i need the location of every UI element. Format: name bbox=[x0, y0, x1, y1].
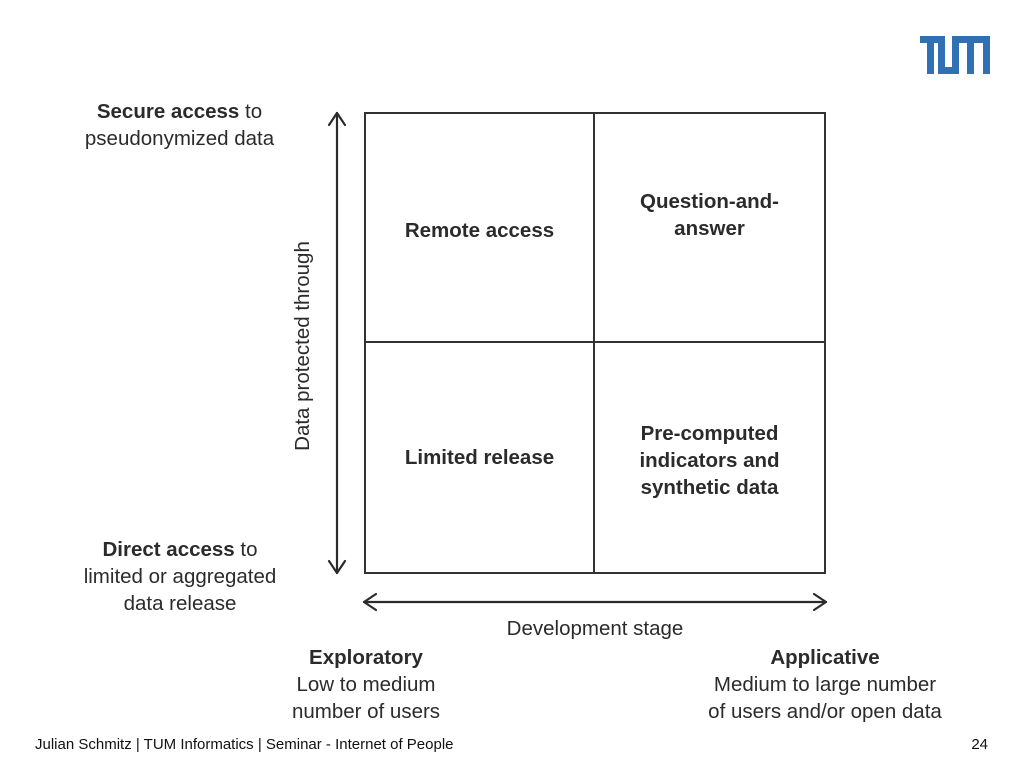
footer-text: Julian Schmitz | TUM Informatics | Semin… bbox=[35, 736, 454, 753]
quadrant-bottom-left-label: Limited release bbox=[404, 446, 555, 469]
stage-applicative: Applicative Medium to large number of us… bbox=[680, 644, 970, 725]
stage-exploratory: Exploratory Low to medium number of user… bbox=[256, 644, 476, 725]
y-bottom-line2: limited or aggregated bbox=[83, 565, 277, 588]
stage-applicative-line2: of users and/or open data bbox=[708, 700, 942, 723]
stage-exploratory-line2: number of users bbox=[291, 700, 441, 723]
quadrant-bottom-left: Limited release bbox=[366, 343, 595, 572]
quadrant-top-left: Remote access bbox=[366, 114, 595, 343]
y-top-line2: pseudonymized data bbox=[84, 127, 275, 150]
stage-exploratory-line1: Low to medium bbox=[296, 673, 436, 696]
page-number: 24 bbox=[971, 736, 988, 753]
y-top-bold: Secure access bbox=[96, 100, 240, 123]
y-bottom-line3: data release bbox=[123, 592, 237, 615]
y-bottom-bold: Direct access bbox=[102, 538, 235, 561]
y-bottom-rest: to bbox=[234, 538, 258, 561]
y-axis-title: Data protected through bbox=[291, 241, 314, 451]
y-top-rest: to bbox=[239, 100, 263, 123]
quadrant-top-right: Question-and-answer bbox=[595, 114, 824, 343]
quadrant-bottom-right: Pre-computed indicators and synthetic da… bbox=[595, 343, 824, 572]
y-axis-top-label: Secure access to pseudonymized data bbox=[62, 98, 297, 152]
quadrant-bottom-right-label: Pre-computed indicators and synthetic da… bbox=[639, 422, 780, 499]
quadrant-top-left-label: Remote access bbox=[404, 219, 555, 242]
quadrant-matrix: Remote access Question-and-answer Limite… bbox=[364, 112, 826, 574]
quadrant-top-right-label: Question-and-answer bbox=[640, 189, 779, 240]
stage-applicative-title: Applicative bbox=[770, 646, 880, 669]
y-axis-bottom-label: Direct access to limited or aggregated d… bbox=[60, 536, 300, 617]
stage-applicative-line1: Medium to large number bbox=[713, 673, 937, 696]
tum-logo bbox=[920, 36, 990, 74]
stage-exploratory-title: Exploratory bbox=[309, 646, 423, 669]
x-axis-title: Development stage bbox=[506, 617, 684, 640]
